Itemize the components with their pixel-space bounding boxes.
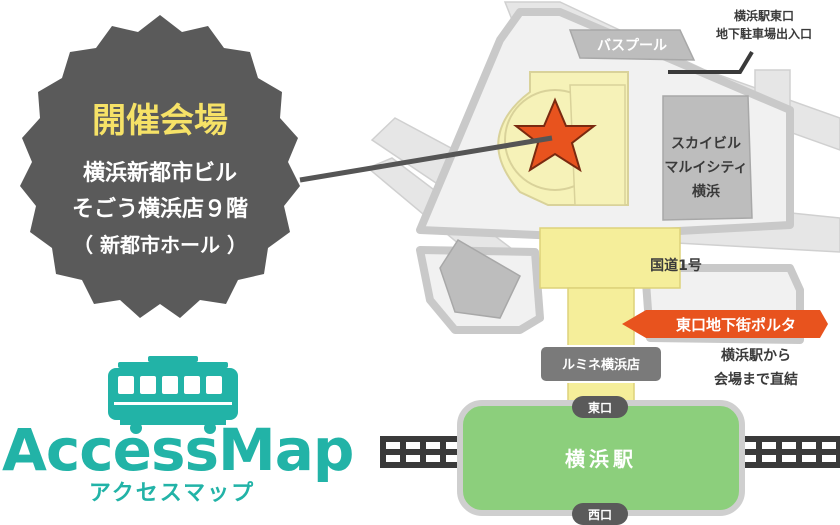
- east-exit-tag: [572, 396, 628, 418]
- porta-arrow: [622, 310, 828, 338]
- brand-subtitle: アクセスマップ: [88, 481, 256, 506]
- bus-pool-building: [568, 29, 696, 61]
- venue-line3: （ 新都市ホール ）: [73, 233, 247, 257]
- bus-pool-label: バスプール: [597, 38, 667, 54]
- sky-label-line3: 横浜: [692, 183, 720, 200]
- track-left: [380, 436, 470, 468]
- east-exit-label: 東口: [588, 400, 612, 415]
- west-exit-label: 西口: [588, 508, 612, 522]
- venue-star-icon: [513, 97, 597, 173]
- venue-connector-line: [299, 135, 553, 183]
- parking-label-line2: 地下駐車場出入口: [716, 26, 812, 41]
- brand-title: AccessMap: [2, 416, 354, 484]
- railway: [380, 436, 840, 468]
- venue-badge-shape: [20, 15, 300, 318]
- passage-upper: [539, 227, 681, 289]
- track-ties: [386, 442, 836, 462]
- parking-label-line1: 横浜駅東口: [734, 8, 794, 23]
- buildings: [439, 29, 753, 319]
- train-icon: [108, 356, 238, 434]
- sky-building: [662, 95, 753, 221]
- sky-label-line1: スカイビル: [671, 136, 741, 152]
- direct-label-line2: 会場まで直結: [714, 371, 798, 388]
- route1-label: 国道1号: [650, 257, 702, 274]
- lumine-label: ルミネ横浜店: [562, 357, 640, 373]
- west-exit-tag: [572, 503, 628, 525]
- station-label: 横浜駅: [565, 447, 637, 471]
- venue-heading: 開催会場: [92, 101, 228, 141]
- venue-line2: そごう横浜店９階: [72, 196, 248, 222]
- sky-label-line2: マルイシティ: [664, 160, 747, 176]
- lumine-box: [539, 345, 663, 383]
- track-right: [730, 436, 840, 468]
- venue-line1: 横浜新都市ビル: [83, 160, 237, 186]
- venue-badge: 開催会場 横浜新都市ビル そごう横浜店９階 （ 新都市ホール ）: [20, 15, 300, 318]
- venue-tower: [569, 84, 626, 206]
- porta-label: 東口地下街ポルタ: [676, 316, 796, 334]
- west-building: [439, 238, 521, 319]
- direct-label-line1: 横浜駅から: [721, 347, 791, 364]
- parking-callout-line: [668, 50, 754, 74]
